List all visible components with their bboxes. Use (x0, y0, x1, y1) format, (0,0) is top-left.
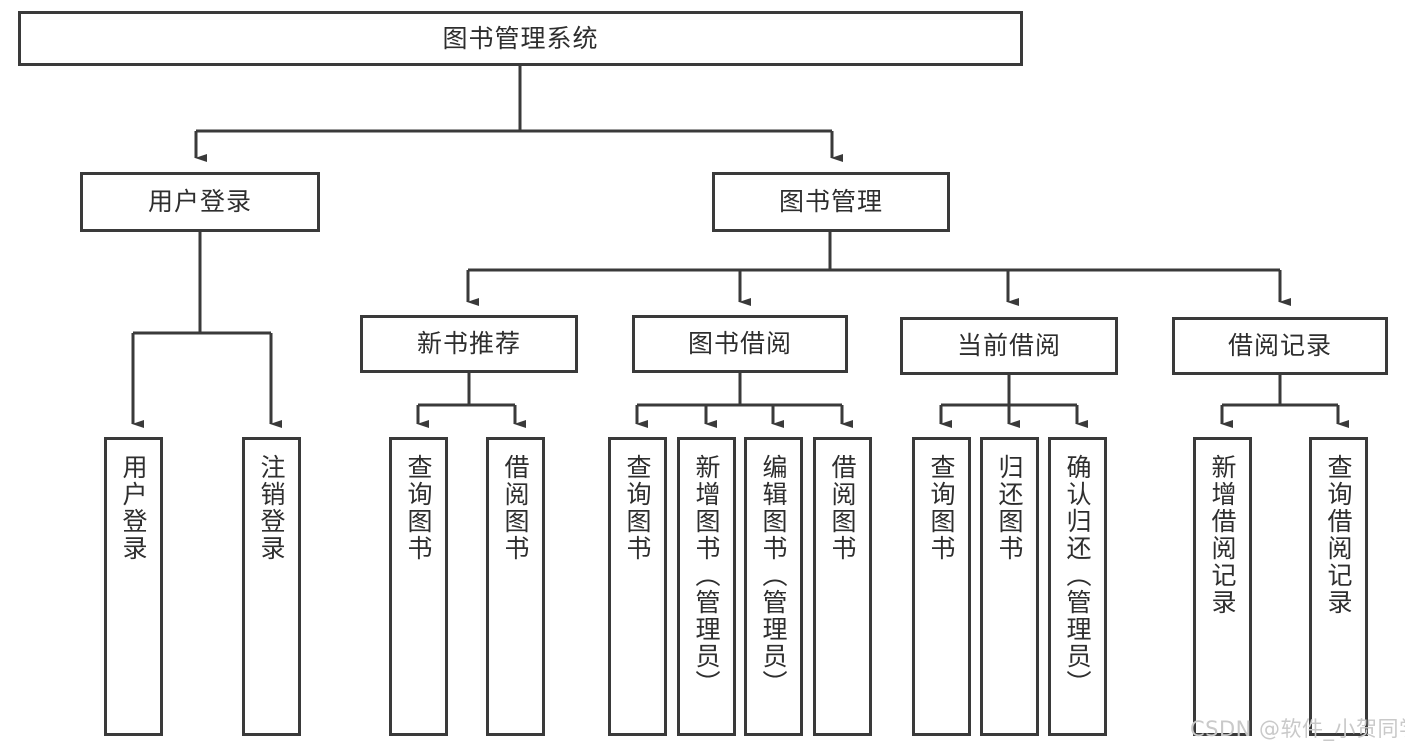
node-label: 图书管理系统 (442, 23, 599, 53)
node-book-management-system[interactable]: 图书管理系统 (18, 11, 1023, 66)
leaf-record-query-record[interactable]: 查询借阅记录 (1309, 437, 1368, 736)
leaf-borrow-borrow-book[interactable]: 借阅图书 (813, 437, 872, 736)
node-label: 图书管理 (778, 187, 883, 217)
node-label: 归还图书 (995, 454, 1024, 562)
node-label: 借阅图书 (501, 454, 530, 562)
node-borrow-record[interactable]: 借阅记录 (1172, 317, 1388, 375)
leaf-user-login-logout[interactable]: 注销登录 (242, 437, 301, 736)
node-label: 查询图书 (404, 454, 433, 562)
leaf-current-query-book[interactable]: 查询图书 (912, 437, 971, 736)
node-label: 编辑图书（管理员） (759, 454, 788, 697)
node-label: 用户登录 (147, 187, 252, 217)
node-label: 图书借阅 (687, 329, 792, 359)
node-label: 借阅图书 (828, 454, 857, 562)
leaf-borrow-edit-book-admin[interactable]: 编辑图书（管理员） (744, 437, 803, 736)
leaf-current-confirm-return-admin[interactable]: 确认归还（管理员） (1048, 437, 1107, 736)
node-new-book-recommendation[interactable]: 新书推荐 (360, 315, 578, 373)
node-label: 新增借阅记录 (1208, 454, 1237, 616)
node-label: 查询借阅记录 (1324, 454, 1353, 616)
node-label: 确认归还（管理员） (1063, 454, 1092, 697)
node-label: 注销登录 (257, 454, 286, 562)
leaf-borrow-query-book[interactable]: 查询图书 (608, 437, 667, 736)
node-label: 查询图书 (623, 454, 652, 562)
node-current-borrow[interactable]: 当前借阅 (900, 317, 1118, 375)
node-book-management[interactable]: 图书管理 (712, 172, 950, 232)
leaf-current-return-book[interactable]: 归还图书 (980, 437, 1039, 736)
leaf-new-book-borrow-book[interactable]: 借阅图书 (486, 437, 545, 736)
node-user-login[interactable]: 用户登录 (80, 172, 320, 232)
node-label: 新书推荐 (416, 329, 521, 359)
node-label: 当前借阅 (956, 331, 1061, 361)
csdn-watermark: CSDN @软件_小贺同学 (1190, 717, 1405, 741)
leaf-user-login-login[interactable]: 用户登录 (104, 437, 163, 736)
leaf-record-add-record[interactable]: 新增借阅记录 (1193, 437, 1252, 736)
node-label: 新增图书（管理员） (692, 454, 721, 697)
leaf-new-book-query-book[interactable]: 查询图书 (389, 437, 448, 736)
node-label: 借阅记录 (1227, 331, 1332, 361)
node-label: 用户登录 (119, 454, 148, 562)
node-label: 查询图书 (927, 454, 956, 562)
leaf-borrow-add-book-admin[interactable]: 新增图书（管理员） (677, 437, 736, 736)
node-book-borrow[interactable]: 图书借阅 (632, 315, 848, 373)
